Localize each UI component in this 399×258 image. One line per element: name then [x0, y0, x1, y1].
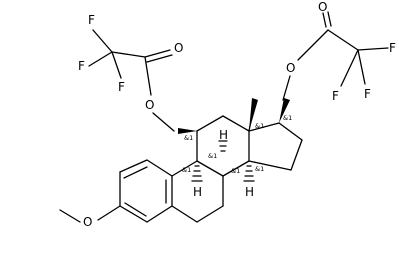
bond-c3-o	[97, 205, 121, 221]
atom-h-c8: H	[219, 128, 228, 142]
bond-ringB-2	[196, 160, 224, 177]
bond-carbonyl-left-b	[146, 54, 173, 63]
bond-ringA-5-inner	[124, 202, 147, 217]
atom-o-ester-left: O	[145, 98, 154, 112]
bond-cf-6	[340, 49, 359, 87]
bond-ringB-1	[171, 160, 198, 177]
bond-cf-3	[111, 51, 122, 79]
bond-cf-5	[357, 49, 366, 85]
bond-carbonyl-right-a	[322, 12, 327, 28]
hash-c9-h	[191, 165, 203, 182]
wedge-c11-o	[178, 128, 197, 134]
wedge-c13-methyl	[249, 98, 258, 131]
bond-ringB-5	[171, 205, 198, 223]
bond-c-c-ester-right	[327, 29, 359, 51]
bond-c-o-ester-right	[297, 29, 329, 61]
stereo-marker-c13: &1	[255, 122, 264, 130]
stereo-marker-c17: &1	[283, 114, 292, 122]
bond-c-o-ester-left	[144, 56, 152, 96]
bond-carbonyl-left-a	[144, 49, 171, 58]
bond-cf-4	[357, 47, 389, 51]
atom-o-carbonyl-right: O	[318, 0, 327, 14]
bond-o-c11	[152, 112, 175, 132]
stereo-marker-c14a: &1	[231, 167, 240, 175]
bond-c-c-ester-left	[111, 51, 146, 58]
atom-f-6: F	[332, 89, 339, 103]
bond-ringC-3	[222, 115, 250, 132]
stereo-marker-c11: &1	[184, 134, 193, 142]
bond-ringC-2	[196, 115, 224, 132]
stereo-marker-c9: &1	[182, 166, 191, 174]
bond-ringD-4	[248, 160, 292, 171]
stereo-bonds	[178, 98, 290, 182]
atom-o-methoxy: O	[83, 215, 92, 229]
bond-o-c17	[282, 75, 291, 101]
hash-c14-h	[243, 165, 255, 182]
bond-ringA-5	[119, 205, 148, 223]
atom-o-ester-right: O	[286, 61, 295, 75]
atom-f-3: F	[118, 80, 125, 94]
hash-c8-h	[218, 140, 228, 152]
bond-ringA-1	[119, 159, 148, 173]
bond-cf-1	[92, 29, 113, 53]
atom-h-c9: H	[193, 185, 202, 199]
stereo-markers: &1 &1 &1 &1 &1 &1 &1	[182, 114, 292, 175]
atom-o-carbonyl-left: O	[174, 41, 183, 55]
bond-ringD-1	[248, 122, 280, 132]
bond-o-ch3	[59, 209, 81, 223]
bond-ringA-1-inner	[123, 166, 148, 179]
bond-carbonyl-right-b	[327, 11, 332, 27]
atom-f-1: F	[88, 13, 95, 27]
wedge-c17-o	[279, 98, 290, 123]
atom-labels: F F F O O O O F F F O H H H	[78, 0, 396, 229]
bond-ringB-4	[196, 205, 224, 223]
atom-h-c14: H	[245, 185, 254, 199]
bond-ringC-5	[222, 160, 250, 177]
atom-f-4: F	[389, 41, 396, 55]
bond-ringD-2	[278, 122, 303, 141]
stereo-marker-c8: &1	[208, 152, 217, 160]
bond-cf-2	[88, 51, 113, 67]
bond-ringD-3	[290, 139, 303, 171]
bond-lines	[59, 11, 389, 223]
bond-ringA-2	[146, 159, 173, 177]
bond-ringA-4	[146, 205, 173, 223]
stereo-marker-c14: &1	[255, 165, 264, 173]
atom-f-5: F	[364, 87, 371, 101]
atom-f-2: F	[78, 59, 85, 73]
